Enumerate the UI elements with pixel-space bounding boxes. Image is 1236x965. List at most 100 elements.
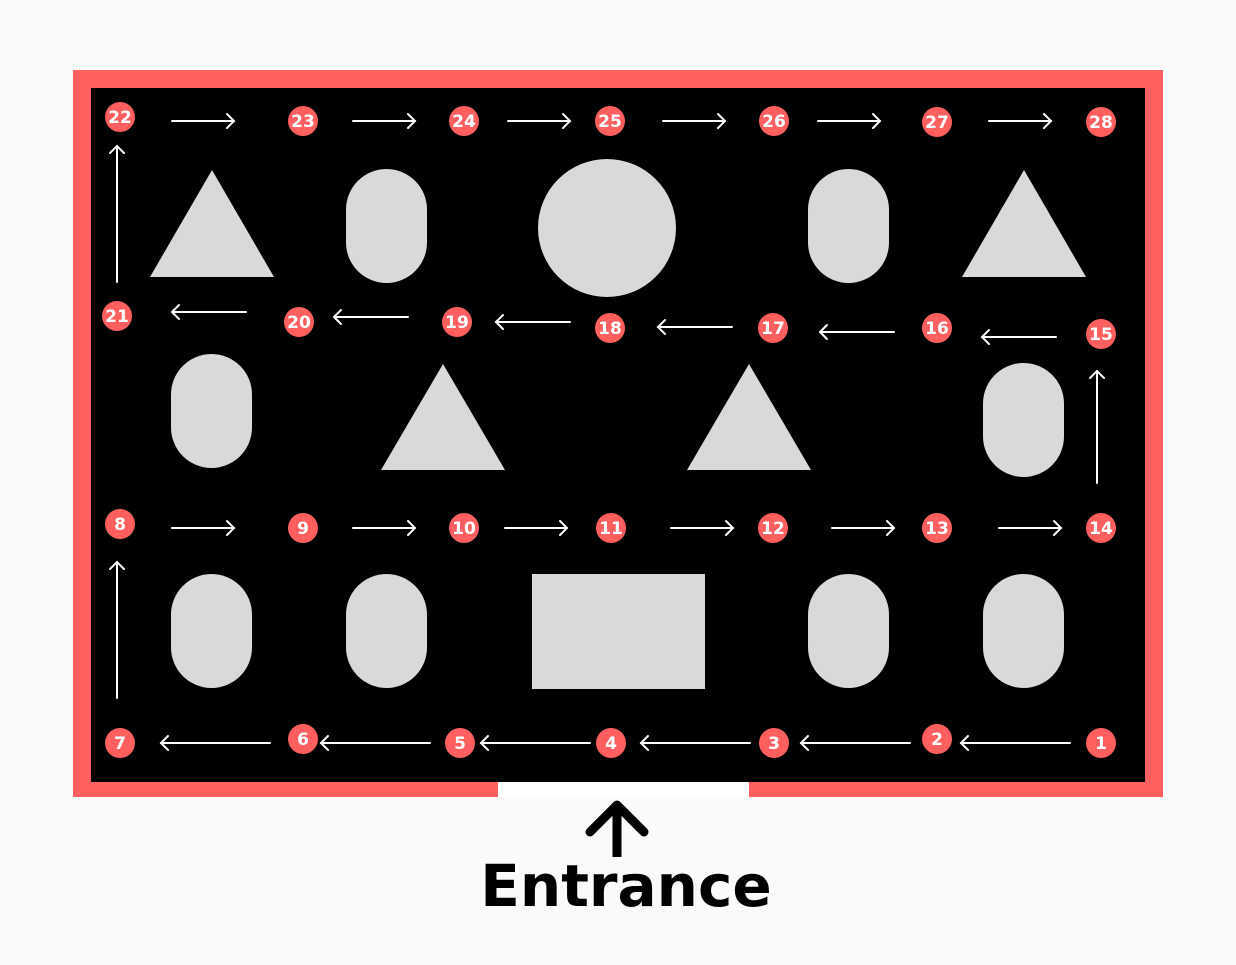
stop-number: 16 (925, 319, 949, 339)
pill-display (171, 574, 252, 688)
stop-number: 9 (297, 519, 309, 539)
stop-badge: 24 (449, 106, 479, 136)
direction-arrow-icon (831, 520, 896, 536)
stop-badge: 11 (596, 513, 626, 543)
stop-number: 2 (931, 730, 943, 750)
stop-badge: 18 (595, 313, 625, 343)
direction-arrow-icon (799, 735, 911, 751)
stop-number: 5 (454, 734, 466, 754)
triangle-display (381, 364, 505, 470)
stop-badge: 5 (445, 728, 475, 758)
stop-number: 8 (114, 515, 126, 535)
stop-number: 22 (108, 108, 132, 128)
stop-badge: 14 (1086, 513, 1116, 543)
stop-badge: 9 (288, 513, 318, 543)
triangle-display (687, 364, 811, 470)
stop-badge: 13 (922, 513, 952, 543)
stop-badge: 3 (759, 728, 789, 758)
direction-arrow-icon (818, 324, 895, 340)
stop-badge: 19 (442, 307, 472, 337)
direction-arrow-icon (170, 304, 247, 320)
stop-number: 27 (925, 113, 949, 133)
stop-number: 19 (445, 313, 469, 333)
direction-arrow-icon (656, 319, 733, 335)
direction-arrow-icon (109, 144, 125, 283)
rectangle-display (532, 574, 705, 689)
direction-arrow-icon (171, 520, 236, 536)
pill-display (983, 574, 1064, 688)
stop-badge: 2 (922, 724, 952, 754)
stop-badge: 20 (284, 307, 314, 337)
pill-display (983, 363, 1064, 477)
stop-badge: 17 (758, 313, 788, 343)
stop-badge: 26 (759, 106, 789, 136)
stop-badge: 4 (596, 728, 626, 758)
stop-number: 24 (452, 112, 476, 132)
direction-arrow-icon (109, 560, 125, 699)
stop-badge: 22 (105, 102, 135, 132)
direction-arrow-icon (352, 113, 417, 129)
stop-badge: 10 (449, 513, 479, 543)
stop-number: 7 (114, 734, 126, 754)
direction-arrow-icon (332, 309, 409, 325)
stop-badge: 12 (758, 513, 788, 543)
stop-badge: 28 (1086, 107, 1116, 137)
direction-arrow-icon (494, 314, 571, 330)
stop-badge: 25 (595, 106, 625, 136)
pill-display (808, 169, 889, 283)
stop-badge: 27 (922, 107, 952, 137)
direction-arrow-icon (171, 113, 236, 129)
stop-number: 4 (605, 734, 617, 754)
direction-arrow-icon (662, 113, 727, 129)
entrance-arrow-icon (585, 800, 649, 857)
pill-display (808, 574, 889, 688)
direction-arrow-icon (998, 520, 1063, 536)
direction-arrow-icon (159, 735, 271, 751)
direction-arrow-icon (479, 735, 591, 751)
stop-number: 25 (598, 112, 622, 132)
stop-number: 14 (1089, 519, 1113, 539)
stop-badge: 15 (1086, 319, 1116, 349)
pill-display (346, 574, 427, 688)
stop-number: 1 (1095, 734, 1107, 754)
stop-badge: 21 (102, 301, 132, 331)
direction-arrow-icon (959, 735, 1071, 751)
stop-badge: 16 (922, 313, 952, 343)
stop-badge: 1 (1086, 728, 1116, 758)
stop-number: 28 (1089, 113, 1113, 133)
stop-number: 20 (287, 313, 311, 333)
direction-arrow-icon (980, 329, 1057, 345)
stop-number: 12 (761, 519, 785, 539)
direction-arrow-icon (1089, 369, 1105, 484)
stop-number: 3 (768, 734, 780, 754)
direction-arrow-icon (670, 520, 735, 536)
circle-display (538, 159, 676, 297)
direction-arrow-icon (988, 113, 1053, 129)
stop-badge: 6 (288, 724, 318, 754)
triangle-display (150, 170, 274, 277)
stop-number: 15 (1089, 325, 1113, 345)
entrance-door (498, 782, 749, 797)
stop-number: 17 (761, 319, 785, 339)
triangle-display (962, 170, 1086, 277)
stop-number: 11 (599, 519, 623, 539)
direction-arrow-icon (639, 735, 751, 751)
direction-arrow-icon (352, 520, 417, 536)
stop-number: 10 (452, 519, 476, 539)
direction-arrow-icon (817, 113, 882, 129)
stop-number: 18 (598, 319, 622, 339)
direction-arrow-icon (507, 113, 572, 129)
stop-badge: 7 (105, 728, 135, 758)
pill-display (346, 169, 427, 283)
stop-number: 26 (762, 112, 786, 132)
entrance-label: Entrance (480, 852, 772, 920)
stop-number: 23 (291, 112, 315, 132)
stop-number: 13 (925, 519, 949, 539)
stop-badge: 8 (105, 509, 135, 539)
stop-badge: 23 (288, 106, 318, 136)
direction-arrow-icon (504, 520, 569, 536)
stop-number: 21 (105, 307, 129, 327)
pill-display (171, 354, 252, 468)
stop-number: 6 (297, 730, 309, 750)
